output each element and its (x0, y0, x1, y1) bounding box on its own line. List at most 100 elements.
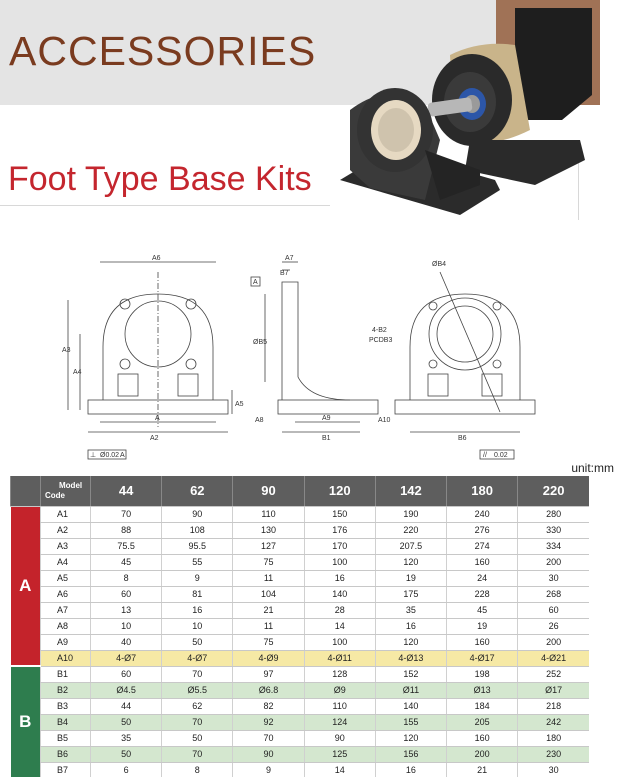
table-cell: 16 (374, 618, 447, 635)
table-cell: 28 (303, 602, 376, 619)
table-cell: 330 (517, 522, 589, 539)
tolerance-datum: A (120, 452, 125, 459)
table-cell: 218 (517, 698, 589, 715)
dim-a: A (155, 415, 160, 422)
table-cell: 175 (374, 586, 447, 603)
table-cell: 200 (517, 634, 589, 651)
table-cell: 75.5 (89, 538, 162, 555)
table-cell: 11 (232, 618, 305, 635)
tolerance-symbol: ⊥ (90, 452, 96, 459)
table-cell: 128 (303, 666, 376, 683)
parallel-symbol: // (483, 452, 487, 459)
row-code: A1 (40, 506, 91, 523)
table-cell: 26 (517, 618, 589, 635)
row-code: B5 (40, 730, 91, 747)
row-code: B2 (40, 682, 91, 699)
product-photo (340, 8, 592, 215)
table-cell: 205 (446, 714, 518, 731)
dim-b5: ØB5 (253, 339, 267, 346)
table-cell: 50 (89, 746, 162, 763)
table-cell: 104 (232, 586, 305, 603)
table-cell: 125 (303, 746, 376, 763)
model-header: 90 (232, 476, 305, 507)
table-cell: 228 (446, 586, 518, 603)
table-cell: 252 (517, 666, 589, 683)
table-cell: Ø6.8 (232, 682, 305, 699)
table-cell: Ø9 (303, 682, 376, 699)
table-cell: 21 (232, 602, 305, 619)
page-subtitle: Foot Type Base Kits (8, 160, 312, 198)
table-cell: 127 (232, 538, 305, 555)
table-cell: 35 (374, 602, 447, 619)
row-code: B7 (40, 762, 91, 777)
group-label-a: A (10, 506, 41, 667)
table-cell: 6 (89, 762, 162, 777)
table-cell: Ø13 (446, 682, 518, 699)
table-cell: 70 (89, 506, 162, 523)
table-cell: 176 (303, 522, 376, 539)
dim-a7: A7 (285, 255, 294, 262)
table-cell: 82 (232, 698, 305, 715)
row-code: B4 (40, 714, 91, 731)
table-cell: 19 (446, 618, 518, 635)
table-cell: 100 (303, 554, 376, 571)
table-cell: 16 (161, 602, 233, 619)
table-cell: 90 (161, 506, 233, 523)
model-header: 44 (89, 476, 162, 507)
table-cell: 50 (161, 730, 233, 747)
table-cell: 90 (232, 746, 305, 763)
table-cell: 4-Ø13 (374, 650, 447, 667)
table-cell: 100 (303, 634, 376, 651)
table-cell: 334 (517, 538, 589, 555)
table-cell: 70 (161, 666, 233, 683)
tolerance-value: Ø0.02 (100, 452, 119, 459)
table-cell: 200 (446, 746, 518, 763)
dim-a5: A5 (235, 401, 244, 408)
group-label-b: B (10, 666, 41, 777)
row-code: A9 (40, 634, 91, 651)
table-cell: 120 (374, 634, 447, 651)
row-code: A8 (40, 618, 91, 635)
table-cell: 4-Ø9 (232, 650, 305, 667)
dim-a2: A2 (150, 435, 159, 442)
table-cell: 24 (446, 570, 518, 587)
table-cell: 44 (89, 698, 162, 715)
dim-a4: A4 (73, 369, 82, 376)
model-header: 120 (303, 476, 376, 507)
table-cell: 70 (161, 714, 233, 731)
row-code: A6 (40, 586, 91, 603)
table-cell: 4-Ø17 (446, 650, 518, 667)
table-cell: 200 (517, 554, 589, 571)
table-cell: 10 (89, 618, 162, 635)
table-cell: 4-Ø7 (89, 650, 162, 667)
subtitle-divider (0, 205, 330, 206)
table-cell: 70 (232, 730, 305, 747)
table-cell: 110 (303, 698, 376, 715)
photo-frame-line (578, 150, 579, 220)
row-code: A10 (40, 650, 91, 667)
table-cell: 11 (232, 570, 305, 587)
page-title: ACCESSORIES (9, 28, 317, 74)
table-cell: 207.5 (374, 538, 447, 555)
table-cell: 95.5 (161, 538, 233, 555)
row-code: B1 (40, 666, 91, 683)
table-cell: 16 (303, 570, 376, 587)
table-cell: 8 (161, 762, 233, 777)
table-cell: 160 (446, 554, 518, 571)
table-cell: 9 (161, 570, 233, 587)
table-cell: 140 (303, 586, 376, 603)
corner-code-label: Code (45, 490, 65, 500)
table-cell: 155 (374, 714, 447, 731)
table-cell: 88 (89, 522, 162, 539)
holes-b2: 4-B2 (372, 327, 387, 334)
dim-b1: B1 (322, 435, 331, 442)
table-cell: 10 (161, 618, 233, 635)
table-cell: 62 (161, 698, 233, 715)
